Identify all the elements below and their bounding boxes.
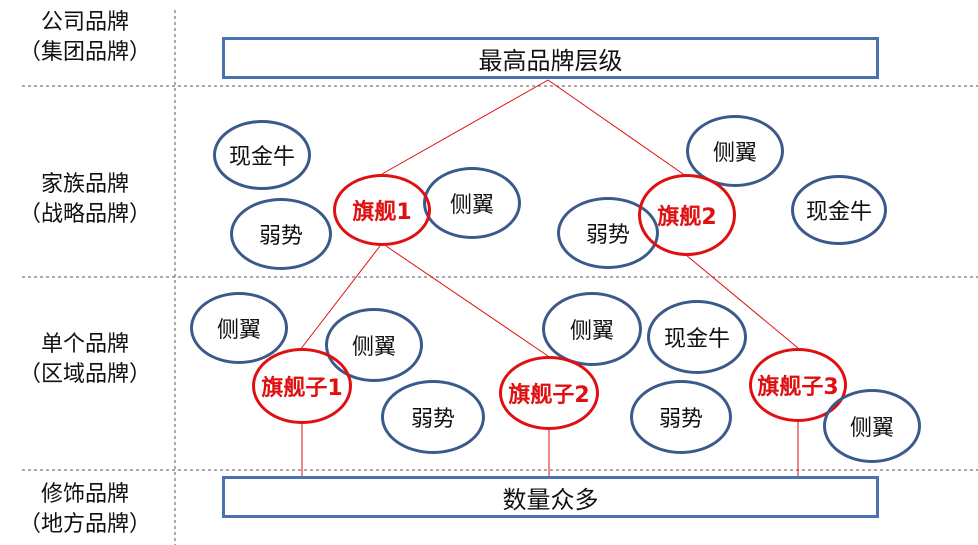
level-label-modifier: 修饰品牌 （地方品牌） (10, 480, 160, 540)
connector-flagship-2-sub-3 (685, 254, 799, 349)
connector-top-flagship-1 (381, 79, 549, 175)
node-cash-cow-2: 现金牛 (791, 175, 887, 245)
connector-flagship-1-sub-1 (299, 245, 381, 351)
level-label-line1: 家族品牌 (40, 172, 129, 197)
level-label-single: 单个品牌 （区域品牌） (10, 330, 160, 390)
level-label-line2: （战略品牌） (18, 202, 151, 227)
node-wing-1: 侧翼 (423, 167, 521, 239)
level-label-line1: 公司品牌 (40, 10, 129, 35)
level-label-line1: 单个品牌 (40, 332, 129, 357)
node-sub-flagship-2: 旗舰子2 (499, 356, 599, 430)
node-sub-flagship-1: 旗舰子1 (252, 348, 352, 424)
node-wing-4: 侧翼 (325, 308, 423, 382)
node-weak-1: 弱势 (230, 198, 332, 270)
node-cash-cow-3: 现金牛 (647, 300, 747, 374)
node-wing-3: 侧翼 (190, 292, 288, 364)
level-label-company: 公司品牌 （集团品牌） (10, 8, 160, 68)
node-wing-6: 侧翼 (823, 389, 921, 463)
node-weak-3: 弱势 (381, 380, 485, 454)
level-label-line2: （区域品牌） (18, 362, 151, 387)
level-label-family: 家族品牌 （战略品牌） (10, 170, 160, 230)
node-weak-4: 弱势 (630, 380, 732, 454)
node-wing-5: 侧翼 (542, 292, 642, 366)
level-label-line1: 修饰品牌 (40, 482, 129, 507)
connector-top-flagship-2 (547, 79, 687, 177)
bottom-level-box: 数量众多 (222, 476, 879, 518)
level-label-line2: （集团品牌） (18, 40, 151, 65)
node-wing-2: 侧翼 (686, 115, 784, 187)
node-flagship-1: 旗舰1 (333, 174, 431, 246)
connector-flagship-1-sub-2 (385, 245, 549, 357)
node-sub-flagship-3: 旗舰子3 (749, 348, 847, 422)
top-level-box: 最高品牌层级 (222, 37, 879, 79)
level-label-line2: （地方品牌） (18, 512, 151, 537)
node-cash-cow-1: 现金牛 (213, 120, 311, 190)
node-flagship-2: 旗舰2 (638, 174, 736, 256)
